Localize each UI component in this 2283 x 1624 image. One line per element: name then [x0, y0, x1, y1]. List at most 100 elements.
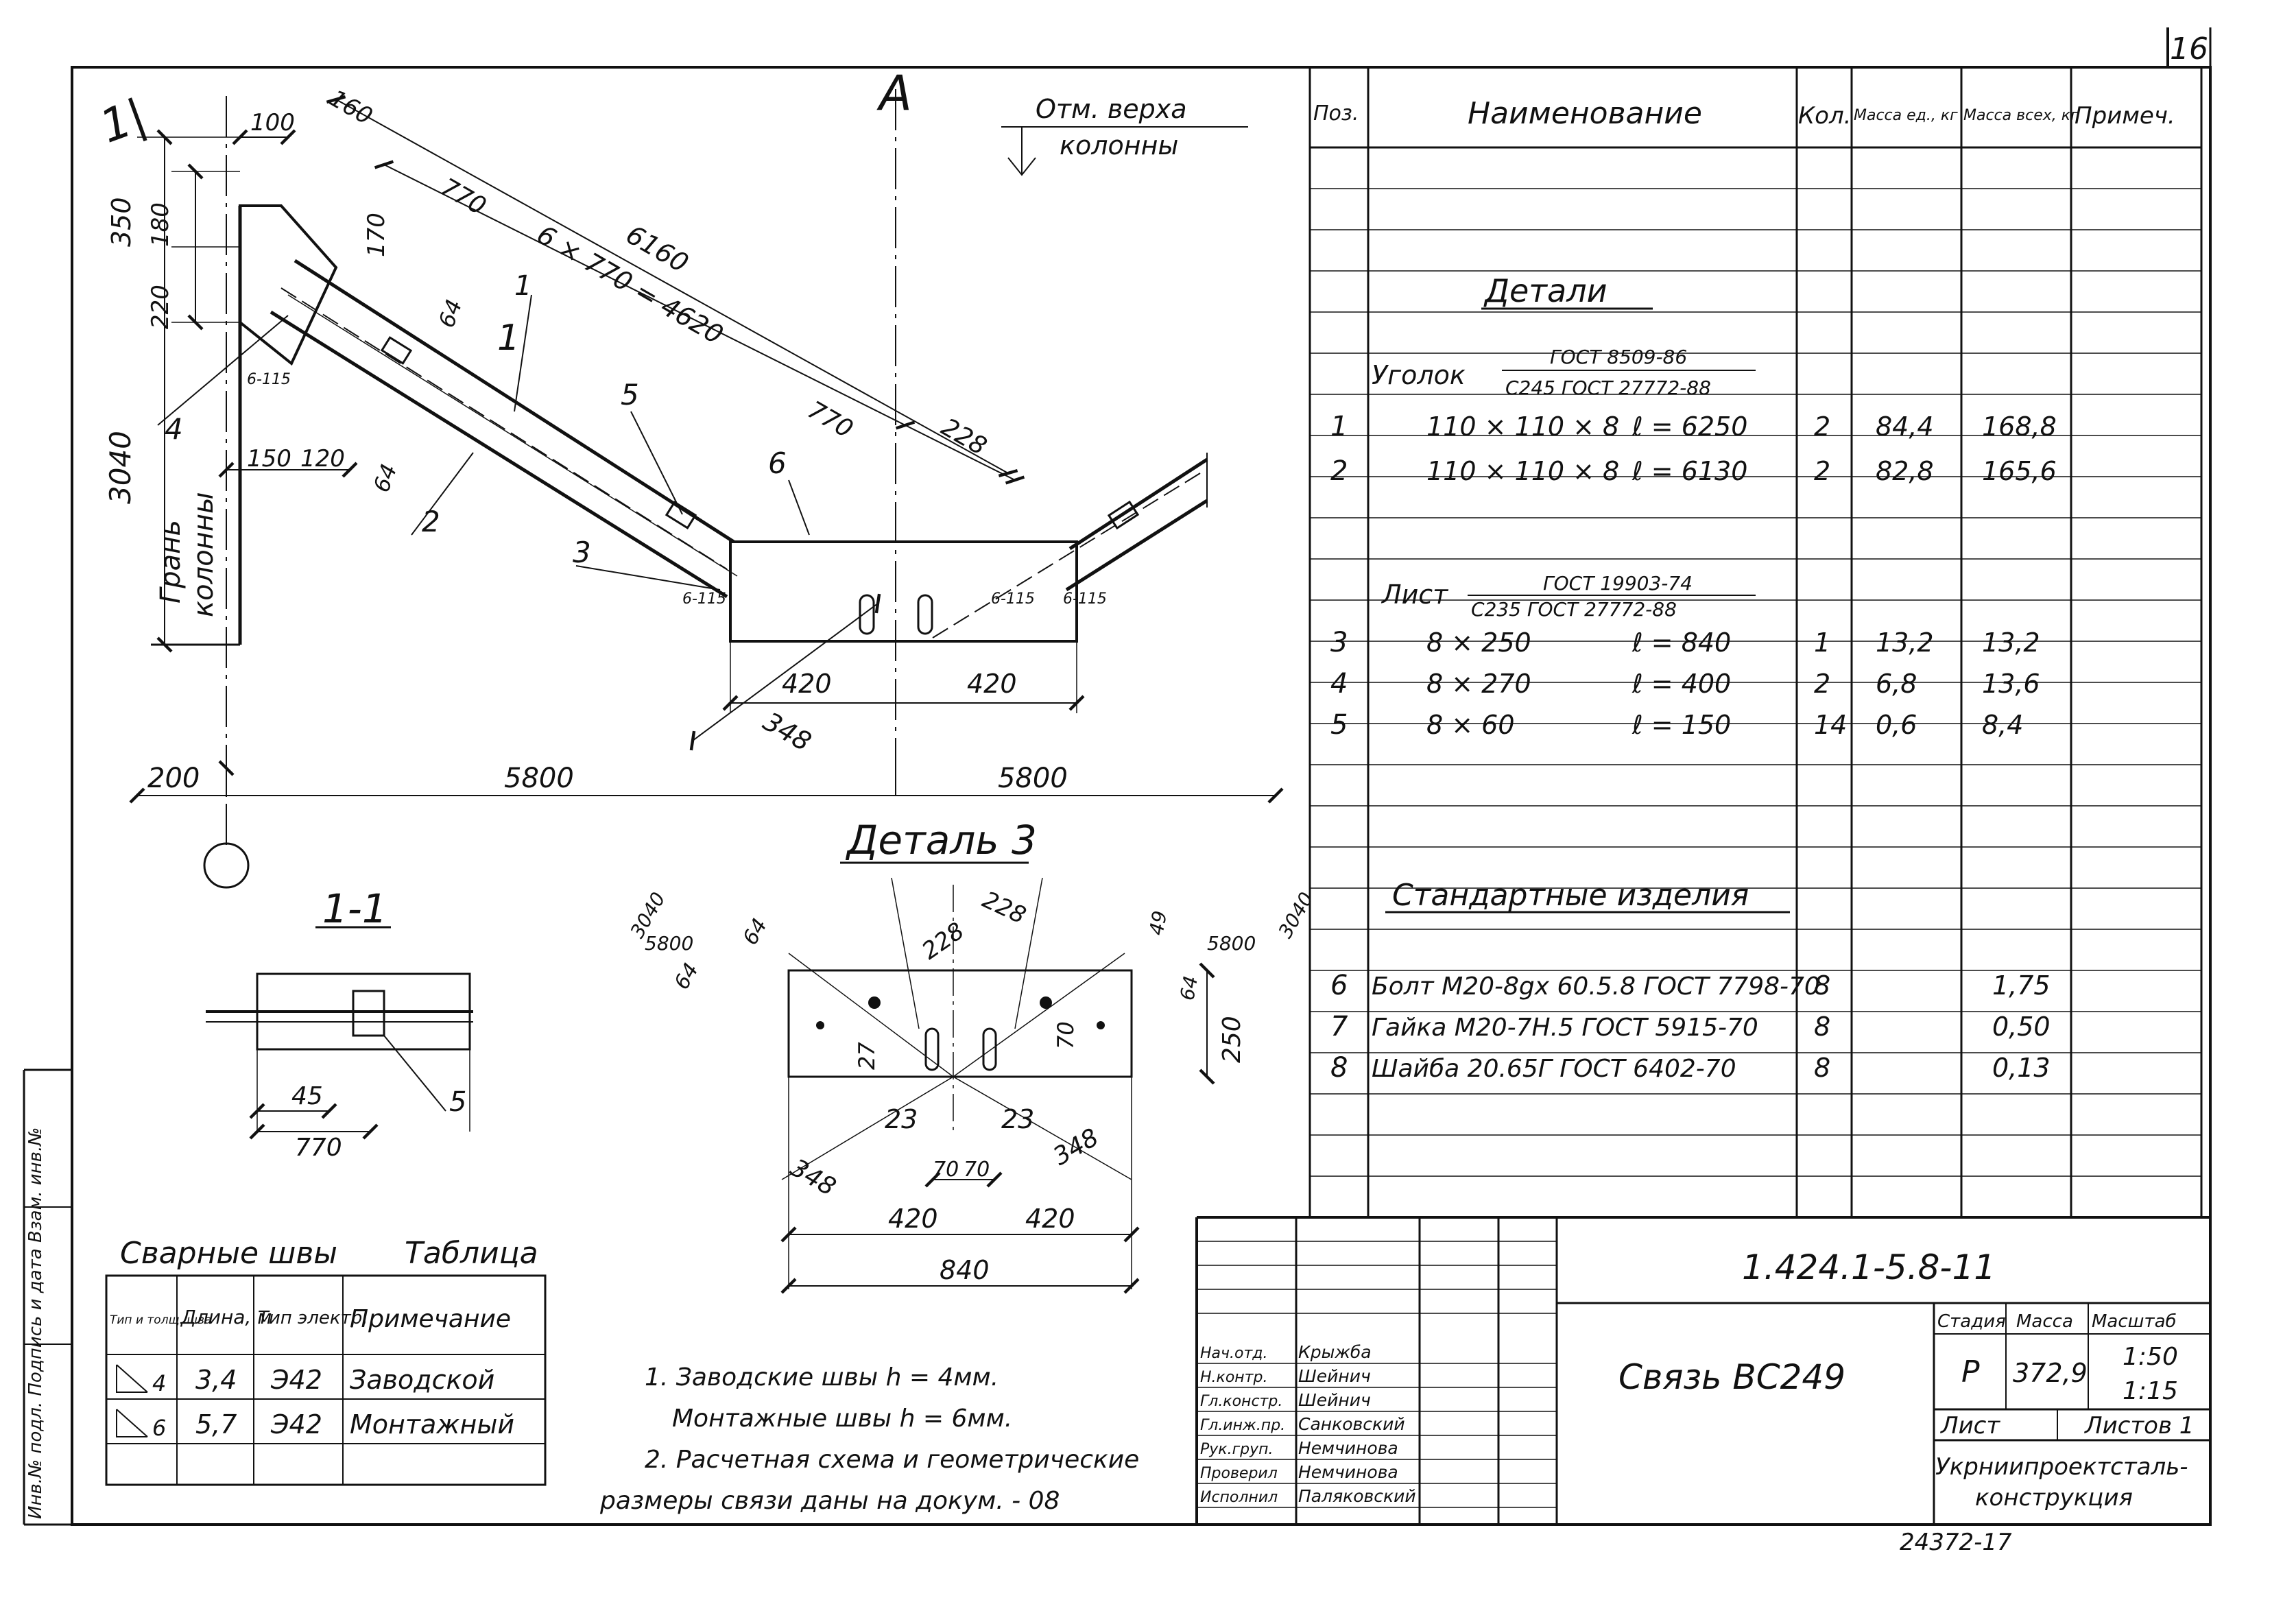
d3-dim-840: 840 [940, 1255, 990, 1285]
stage-label: Стадия [1937, 1311, 2006, 1332]
spec-header-qty: Кол. [1798, 102, 1851, 130]
view-label: 1| [93, 89, 153, 154]
pos-label-4: 4 [165, 412, 183, 446]
welds-header-length: Длина, м [180, 1306, 272, 1328]
spec-row-qty: 2 [1814, 669, 1830, 699]
welds-title: Сварные швы [120, 1236, 337, 1271]
dim-350: 350 [106, 197, 136, 247]
spec-row-qty: 1 [1814, 628, 1830, 658]
spec-row-mass-unit: 6,8 [1876, 669, 1917, 699]
welds-table [105, 1274, 547, 1486]
weld-note: 6-115 [682, 590, 726, 608]
signer-role: Проверил [1200, 1465, 1278, 1482]
spec-row-length: ℓ = 6130 [1631, 456, 1747, 486]
spec-row-pos: 5 [1330, 709, 1348, 741]
weld-row-type: 4 [152, 1370, 166, 1396]
spec-table-grid [1310, 188, 2201, 1219]
section-cut-label: 1 [497, 318, 520, 359]
dim-180: 180 [147, 202, 174, 247]
stage-value: Р [1961, 1354, 1980, 1389]
dim-200: 200 [147, 763, 200, 794]
std-row-qty: 8 [1814, 1012, 1830, 1042]
detail-3-view [780, 877, 1215, 1294]
d3-dim-64c: 64 [1175, 974, 1202, 1002]
d3-dim-420a: 420 [888, 1204, 938, 1234]
pos-label-2: 2 [422, 505, 440, 538]
weld-row-electrode: Э42 [270, 1365, 322, 1395]
welds-header-note: Примечание [350, 1305, 511, 1333]
d3-dim-250: 250 [1218, 1016, 1246, 1063]
d3-dim-23b: 23 [1001, 1104, 1034, 1134]
spec-row-mass-total: 13,2 [1982, 628, 2040, 658]
column-face-line2: колонны [188, 492, 219, 617]
welds-header-type: Тип и толщ. шва [110, 1313, 211, 1327]
dim-3040: 3040 [104, 431, 137, 504]
spec-plate-std-bottom: С235 ГОСТ 27772-88 [1471, 598, 1677, 621]
d3-slope-right-top: 3040 [1274, 888, 1317, 942]
signer-role: Н.контр. [1200, 1369, 1267, 1386]
signer-role: Рук.груп. [1200, 1441, 1274, 1458]
d3-dim-64a: 64 [739, 914, 772, 949]
std-row-pos: 6 [1330, 970, 1348, 1001]
dim-100: 100 [250, 109, 295, 136]
spec-row-pos: 4 [1330, 668, 1348, 700]
dim-420b: 420 [967, 669, 1017, 699]
dim-160: 160 [325, 84, 377, 130]
welds-header-electrode: Тип электр. [258, 1308, 368, 1328]
scale-value-2: 1:15 [2123, 1377, 2178, 1405]
section-dim-770: 770 [295, 1134, 342, 1162]
spec-row-mass-unit: 0,6 [1876, 710, 1917, 740]
signer-name: Немчинова [1298, 1438, 1398, 1458]
d3-dim-228b: 228 [917, 917, 969, 965]
section-mark: A [876, 65, 912, 121]
dim-420a: 420 [782, 669, 832, 699]
detail-3-title: Деталь 3 [845, 817, 1037, 863]
spec-row-pos: 2 [1330, 455, 1348, 487]
spec-row-size: 8 × 60 [1426, 710, 1515, 740]
d3-dim-70c: 70 [964, 1158, 990, 1182]
std-row-qty: 8 [1814, 1053, 1830, 1083]
dim-120: 120 [300, 445, 345, 473]
d3-dim-228a: 228 [978, 886, 1030, 930]
signer-role: Гл.констр. [1200, 1393, 1282, 1410]
pos-label-1: 1 [514, 270, 531, 302]
title-block [1195, 1216, 2210, 1525]
main-view [129, 89, 1284, 889]
signer-role: Исполнил [1200, 1489, 1278, 1506]
sheet-number: 16 [2170, 32, 2208, 67]
spec-row-mass-total: 168,8 [1982, 411, 2057, 442]
signer-name: Шейнич [1298, 1390, 1371, 1410]
dim-220: 220 [147, 285, 174, 329]
spec-plate-std-top: ГОСТ 19903-74 [1543, 572, 1693, 595]
weld-note: 6-115 [991, 590, 1035, 608]
d3-dim-23a: 23 [885, 1104, 918, 1134]
spec-row-size: 8 × 250 [1426, 628, 1531, 658]
note-line: размеры связи даны на докум. - 08 [599, 1487, 1060, 1515]
spec-row-size: 110 × 110 × 8 [1426, 456, 1619, 486]
spec-angle-label: Уголок [1372, 360, 1466, 390]
spec-row-qty: 2 [1814, 456, 1830, 486]
spec-row-pos: 3 [1330, 627, 1348, 658]
spec-row-qty: 14 [1814, 710, 1847, 740]
std-row-name: Шайба 20.65Г ГОСТ 6402-70 [1372, 1055, 1736, 1083]
note-line: 1. Заводские швы h = 4мм. [645, 1363, 999, 1392]
note-line: Монтажные швы h = 6мм. [672, 1405, 1012, 1433]
spec-header-pos: Поз. [1313, 102, 1359, 126]
weld-row-note: Монтажный [350, 1409, 514, 1440]
d3-dim-70b: 70 [933, 1158, 959, 1182]
signer-name: Шейнич [1298, 1366, 1371, 1386]
spec-row-mass-total: 13,6 [1982, 669, 2040, 699]
weld-row-type: 6 [152, 1415, 166, 1441]
spec-table [1308, 67, 2203, 1217]
weld-note: 6-115 [1063, 590, 1107, 608]
spec-row-length: ℓ = 400 [1631, 669, 1731, 699]
spec-row-mass-total: 8,4 [1982, 710, 2023, 740]
std-row-mass-total: 0,13 [1992, 1053, 2051, 1083]
d3-slope-right-bot: 5800 [1207, 932, 1256, 955]
std-row-mass-total: 0,50 [1992, 1012, 2051, 1042]
spec-row-size: 8 × 270 [1426, 669, 1531, 699]
section-1-1-title: 1-1 [322, 885, 387, 932]
spec-row-pos: 1 [1330, 411, 1348, 442]
d3-dim-49: 49 [1145, 909, 1171, 937]
d3-slope-left-bot: 5800 [645, 932, 693, 955]
